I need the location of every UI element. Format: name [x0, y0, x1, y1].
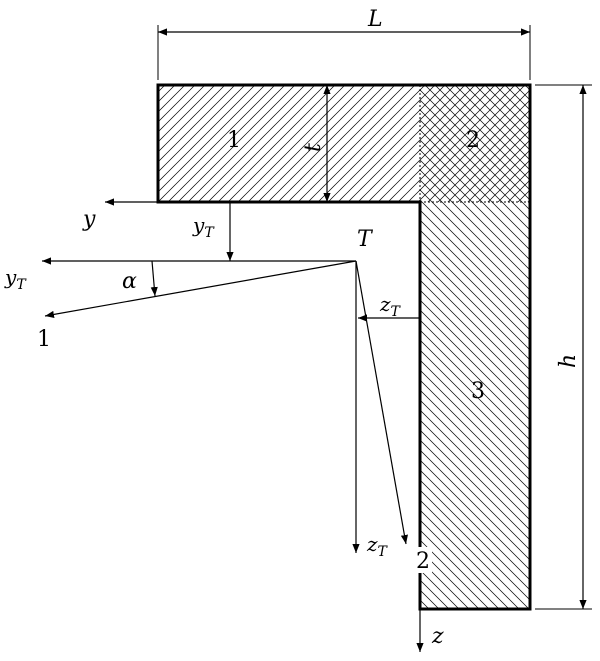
alpha-arc-arrow: [150, 260, 158, 297]
zT-axis-label: zT: [366, 532, 389, 560]
dim-t-label: t: [301, 143, 326, 152]
principal-axis-2-label-bg: [414, 547, 432, 573]
region-1-fill: [158, 85, 420, 202]
zT-distance-label: zT: [379, 292, 402, 320]
region-2-label: 2: [466, 128, 480, 153]
region-2-fill: [420, 85, 530, 202]
alpha-label: α: [122, 269, 137, 294]
principal-axis-2: [355, 260, 408, 545]
principal-axis-1: [44, 260, 357, 318]
principal-axis-1-label: 1: [37, 327, 51, 352]
y-axis-label: y: [82, 207, 96, 232]
region-3-label: 3: [471, 379, 485, 404]
z-axis-label: z: [431, 624, 444, 649]
dim-h-label: h: [556, 354, 581, 368]
region-1-label: 1: [227, 128, 241, 153]
yT-axis-label: yT: [4, 265, 27, 293]
yT-distance-label: yT: [192, 213, 215, 241]
dim-L-label: L: [367, 7, 383, 32]
centroid-label: T: [357, 227, 374, 252]
principal-axis-2-label: 2: [416, 549, 430, 574]
region-3-fill: [420, 202, 530, 609]
